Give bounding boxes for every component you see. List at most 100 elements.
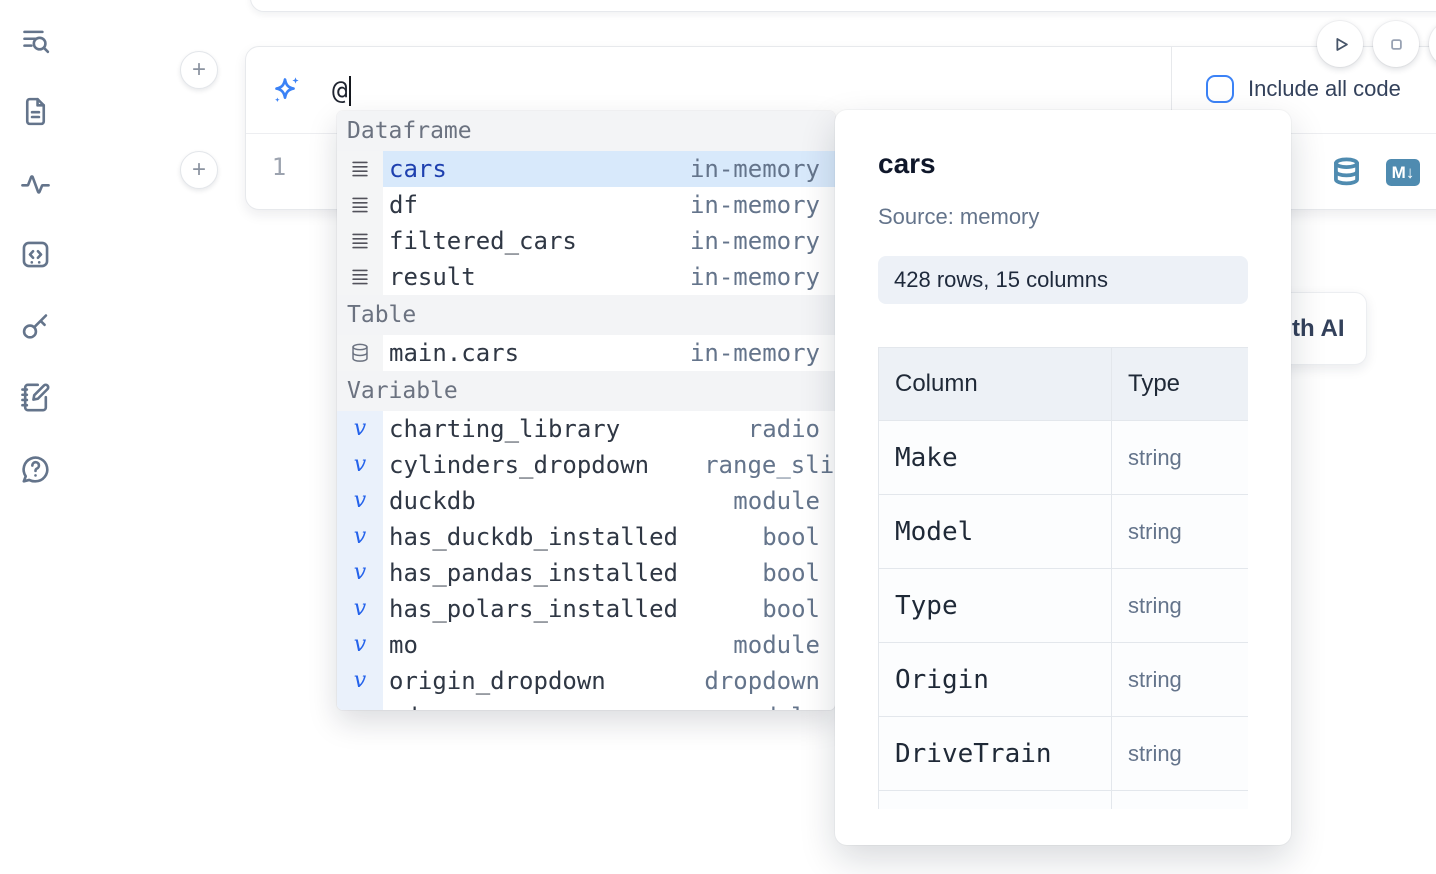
completion-type: bool — [762, 559, 820, 587]
autocomplete-item-pd[interactable]: vpd module — [337, 699, 835, 710]
variable-icon: v — [337, 519, 383, 555]
autocomplete-item-main.cars[interactable]: main.cars in-memory — [337, 335, 835, 371]
completion-type: module — [733, 631, 820, 659]
key-icon — [19, 310, 52, 343]
clipped-toolbar-button[interactable] — [1429, 21, 1436, 67]
autocomplete-item-result[interactable]: result in-memory — [337, 259, 835, 295]
column-name-cell: Origin — [878, 642, 1112, 717]
line-number: 1 — [271, 153, 287, 181]
completion-type: module — [678, 703, 820, 710]
completion-name: mo — [389, 631, 418, 659]
code-snippet-sidebar-button[interactable] — [19, 238, 52, 271]
schema-row — [878, 790, 1248, 809]
document-sidebar-button[interactable] — [19, 95, 52, 128]
column-type-cell: string — [1111, 716, 1248, 791]
dataframe-icon — [337, 187, 383, 223]
autocomplete-item-filtered_cars[interactable]: filtered_cars in-memory — [337, 223, 835, 259]
variable-icon: v — [337, 447, 383, 483]
completion-name: cylinders_dropdown — [389, 451, 650, 479]
help-chat-icon — [19, 453, 52, 486]
column-name-cell: Model — [878, 494, 1112, 569]
code-snippet-icon — [19, 238, 52, 271]
ai-prompt-value: @ — [332, 76, 348, 106]
activity-icon — [19, 167, 52, 200]
completion-name: filtered_cars — [389, 227, 577, 255]
completion-name: has_duckdb_installed — [389, 523, 678, 551]
column-type-cell: string — [1111, 494, 1248, 569]
completion-type: module — [733, 487, 820, 515]
completion-name: main.cars — [389, 339, 520, 367]
variable-icon: v — [337, 663, 383, 699]
column-name-cell: DriveTrain — [878, 716, 1112, 791]
include-all-code-label: Include all code — [1248, 76, 1401, 101]
column-type-cell: string — [1111, 568, 1248, 643]
help-chat-sidebar-button[interactable] — [19, 453, 52, 486]
completion-name: charting_library — [389, 415, 621, 443]
completion-name: duckdb — [389, 487, 476, 515]
completion-name: df — [389, 191, 418, 219]
table-icon — [337, 335, 383, 371]
file-search-sidebar-button[interactable] — [19, 25, 52, 58]
activity-sidebar-button[interactable] — [19, 167, 52, 200]
column-type-cell: string — [1111, 642, 1248, 717]
completion-name: cars — [389, 155, 447, 183]
variable-icon: v — [337, 699, 383, 710]
completion-type: bool — [762, 595, 820, 623]
completion-name: origin_dropdown — [389, 667, 606, 695]
add-cell-above-button[interactable]: + — [180, 51, 218, 89]
schema-header-cell: Type — [1111, 347, 1248, 421]
ai-sparkle-icon — [269, 74, 303, 108]
preview-source: Source: memory — [878, 204, 1040, 229]
markdown-convert-icon[interactable]: M↓ — [1386, 158, 1420, 186]
autocomplete-section-header: Dataframe — [337, 111, 835, 151]
run-cell-button[interactable] — [1317, 21, 1363, 67]
ai-prompt-input[interactable]: @ — [332, 71, 351, 111]
dataframe-preview-panel: cars Source: memory 428 rows, 15 columns… — [835, 110, 1291, 845]
variable-icon: v — [337, 555, 383, 591]
completion-type: radio — [747, 415, 820, 443]
database-icon[interactable] — [1331, 155, 1362, 189]
dataframe-icon — [337, 259, 383, 295]
schema-header-cell: Column — [878, 347, 1112, 421]
key-sidebar-button[interactable] — [19, 310, 52, 343]
add-cell-below-button[interactable]: + — [180, 151, 218, 189]
completion-name: pd — [389, 703, 418, 710]
completion-type: bool — [762, 523, 820, 551]
notebook-edit-sidebar-button[interactable] — [19, 381, 52, 414]
notebook-edit-icon — [19, 381, 52, 414]
divider — [1171, 47, 1172, 134]
stop-icon — [1390, 38, 1402, 50]
variable-icon: v — [337, 627, 383, 663]
dataframe-icon — [337, 151, 383, 187]
completion-name: result — [389, 263, 476, 291]
include-all-code-checkbox[interactable] — [1206, 75, 1234, 103]
completion-type: in-memory — [689, 227, 820, 255]
previous-cell-partial — [250, 0, 1436, 12]
completion-type: range_slider — [704, 451, 835, 479]
completion-type: in-memory — [689, 263, 820, 291]
completion-name: has_polars_installed — [389, 595, 678, 623]
preview-title: cars — [878, 148, 936, 179]
variable-icon: v — [337, 411, 383, 447]
completion-type: in-memory — [689, 339, 820, 367]
stop-button[interactable] — [1373, 21, 1419, 67]
completion-type: dropdown — [704, 667, 820, 695]
code-editor-row[interactable]: 1 M↓ — [246, 135, 1436, 210]
